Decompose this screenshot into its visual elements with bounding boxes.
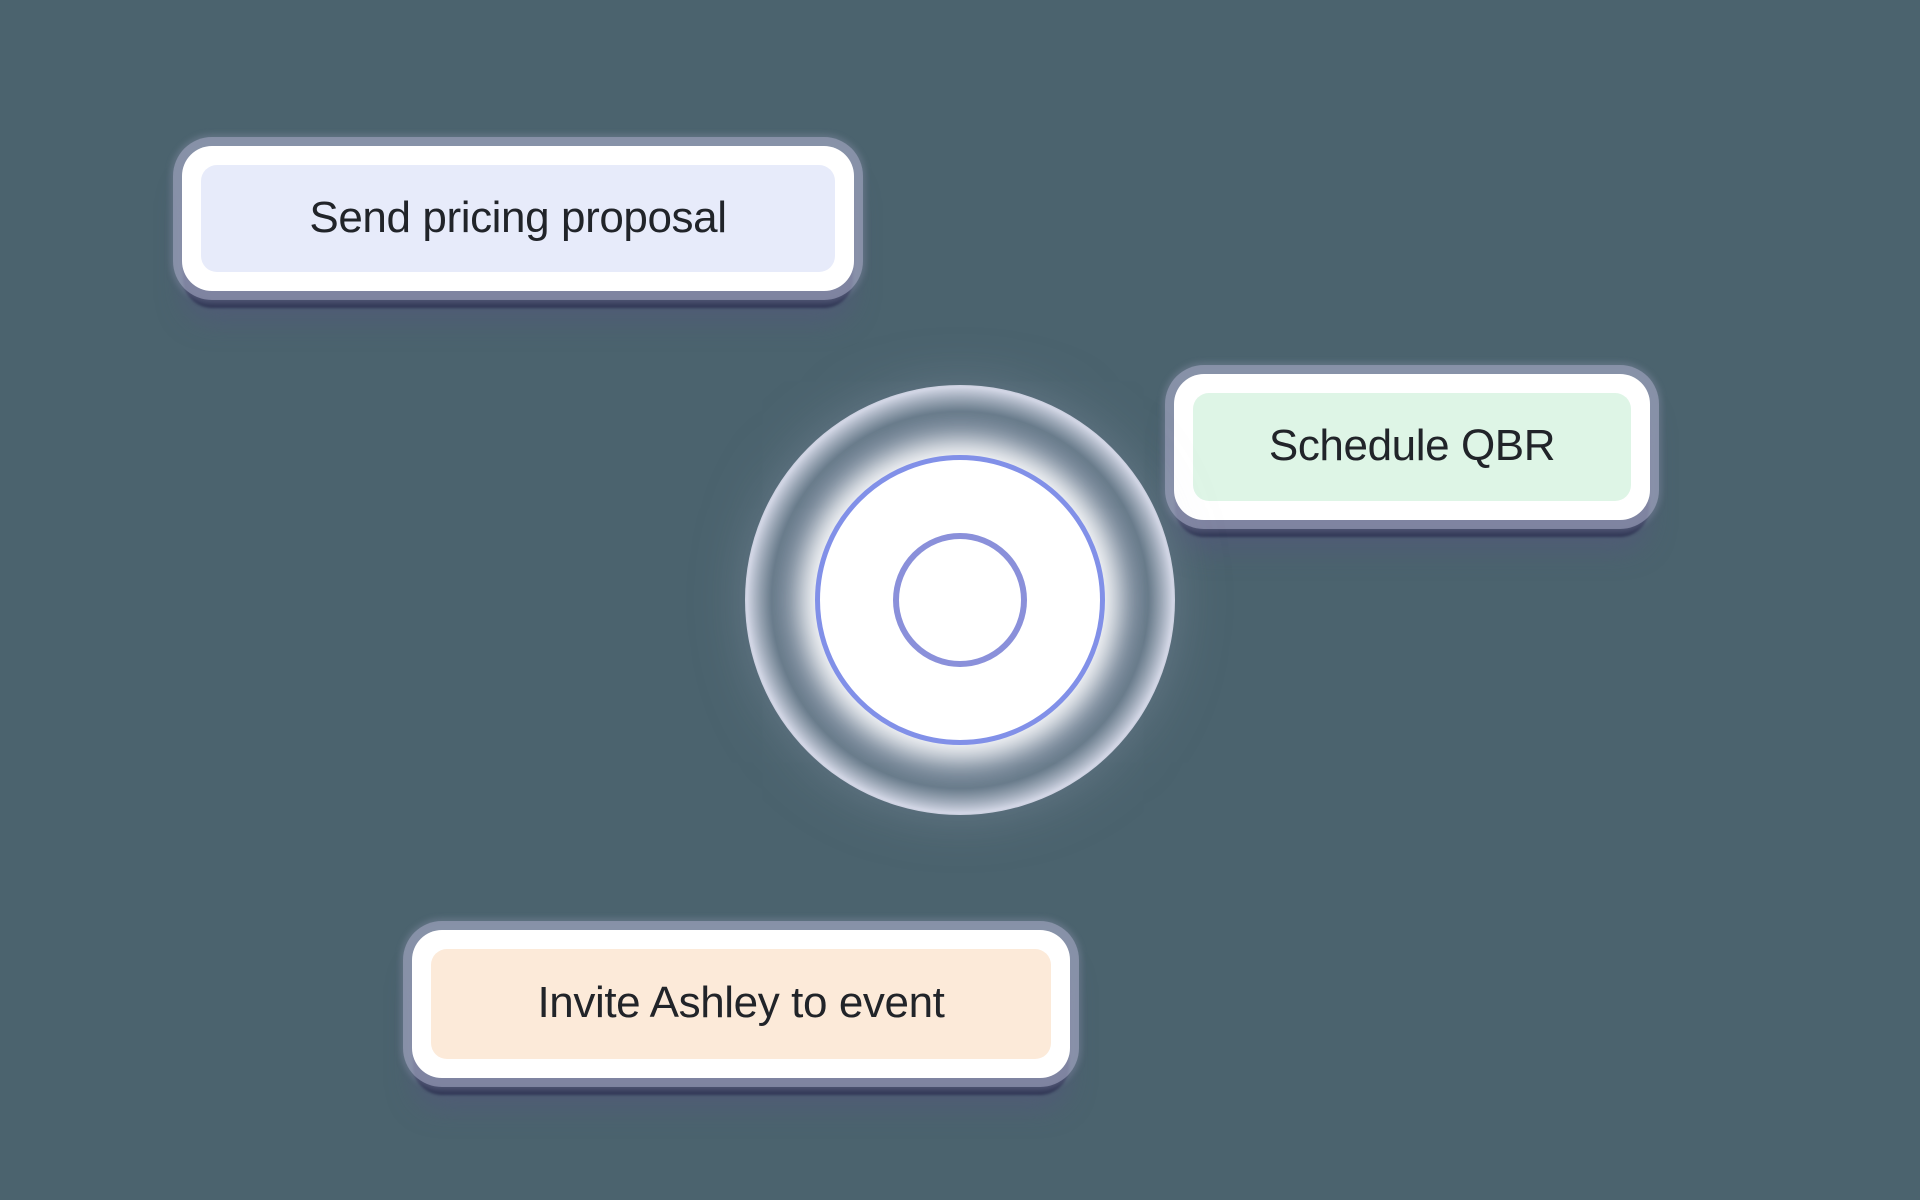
- click-target-inner-ring-icon: [893, 533, 1027, 667]
- task-chip-fill: Schedule QBR: [1193, 393, 1631, 501]
- task-chip-label: Send pricing proposal: [309, 192, 727, 242]
- task-chip-fill: Send pricing proposal: [201, 165, 835, 272]
- task-chip-label: Schedule QBR: [1268, 421, 1556, 470]
- task-chip-invite-ashley-to-event[interactable]: Invite Ashley to event: [412, 930, 1070, 1078]
- click-target-icon: [815, 455, 1105, 745]
- task-chip-label: Invite Ashley to event: [537, 978, 945, 1027]
- task-chip-schedule-qbr[interactable]: Schedule QBR: [1174, 374, 1650, 520]
- task-chip-send-pricing-proposal[interactable]: Send pricing proposal: [182, 146, 854, 291]
- task-chip-fill: Invite Ashley to event: [431, 949, 1051, 1059]
